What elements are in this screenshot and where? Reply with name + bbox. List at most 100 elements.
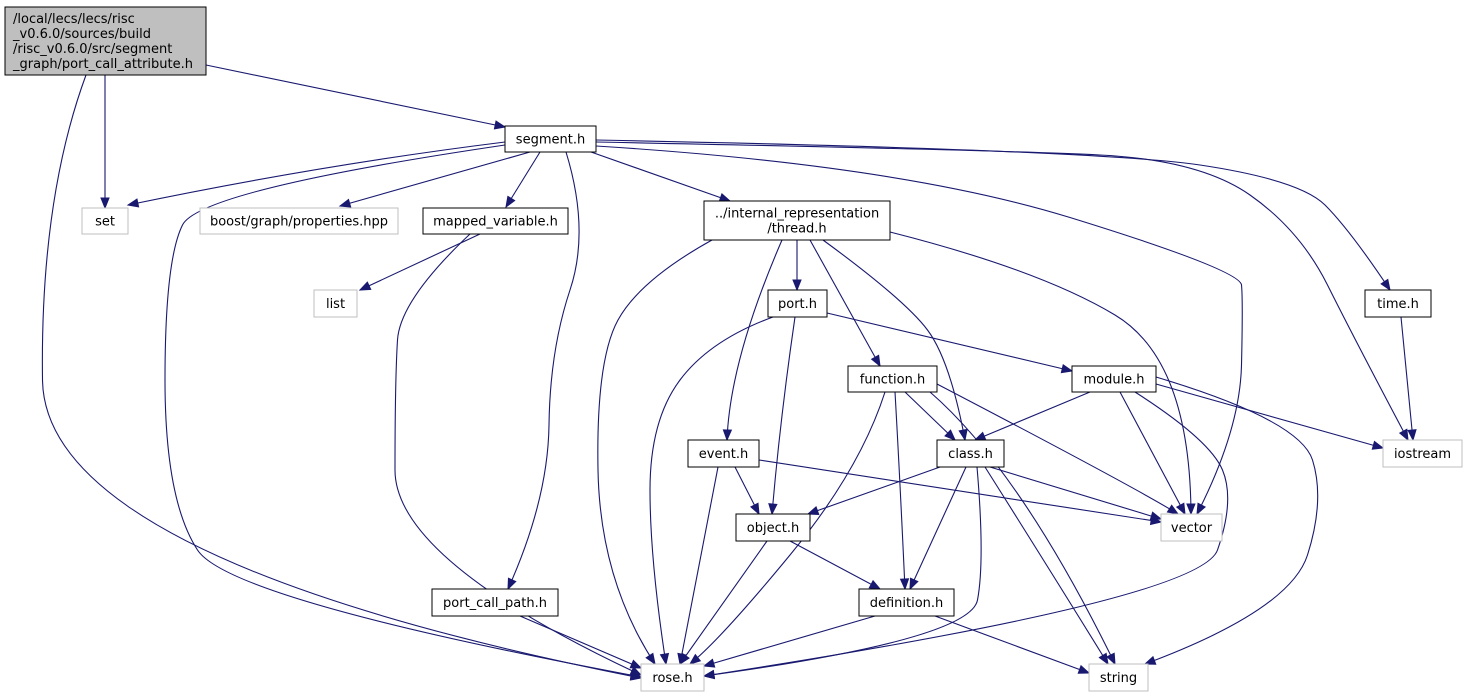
node-set-box: [81, 207, 129, 235]
edge-function-to-definition: [894, 391, 910, 591]
node-boost-label: boost/graph/properties.hpp: [210, 215, 388, 230]
edge-class-to-vector: [989, 466, 1163, 521]
edge-root-to-set: [100, 75, 110, 210]
edge-function-to-class: [904, 391, 956, 441]
edge-definition-to-rose: [702, 615, 876, 668]
node-object-label: object.h: [747, 521, 799, 536]
node-event[interactable]: event.h: [687, 439, 760, 468]
node-mapped-label: mapped_variable.h: [433, 215, 558, 230]
edge-class-to-object: [806, 466, 941, 515]
node-module-box: [1071, 365, 1157, 393]
edge-portcallpath-to-rose: [519, 615, 643, 669]
node-module-label: module.h: [1083, 373, 1144, 388]
node-mapped[interactable]: mapped_variable.h: [422, 207, 569, 235]
node-boost-box: [199, 207, 399, 235]
node-definition[interactable]: definition.h: [858, 588, 955, 617]
node-thread-label: /thread.h: [767, 222, 826, 237]
node-iostream: iostream: [1382, 439, 1463, 468]
edge-module-to-string: [1143, 376, 1319, 665]
edge-function-to-vector: [936, 383, 1180, 515]
node-vector-box: [1160, 513, 1223, 542]
node-port-label: port.h: [778, 297, 817, 312]
nodes-layer: /local/lecs/lecs/risc_v0.6.0/sources/bui…: [4, 6, 1463, 692]
edge-segment-to-boost: [338, 151, 531, 208]
edge-object-to-definition: [789, 540, 882, 590]
edge-event-to-object: [734, 466, 760, 516]
node-function-box: [847, 365, 938, 393]
node-root-box: [4, 6, 207, 76]
edge-thread-to-function: [809, 239, 881, 368]
node-event-label: event.h: [699, 447, 748, 462]
edge-segment-to-set: [126, 141, 506, 208]
node-segment-label: segment.h: [516, 133, 585, 148]
edge-module-to-iostream: [1155, 383, 1385, 450]
edge-function-to-string: [929, 391, 1116, 666]
node-object[interactable]: object.h: [735, 513, 811, 542]
node-class[interactable]: class.h: [936, 439, 1005, 468]
node-event-box: [687, 439, 760, 468]
node-rose: rose.h: [640, 663, 705, 692]
node-thread-label: ../internal_representation: [715, 207, 879, 222]
node-port-box: [767, 289, 828, 318]
node-list-label: list: [326, 297, 345, 312]
node-portcallpath-box: [431, 588, 559, 617]
node-module[interactable]: module.h: [1071, 365, 1157, 393]
node-time-box: [1364, 289, 1432, 318]
edge-class-to-definition: [909, 466, 967, 591]
edge-thread-to-rose: [597, 239, 713, 666]
node-time[interactable]: time.h: [1364, 289, 1432, 318]
edge-thread-to-class: [822, 239, 968, 442]
edge-segment-to-thread: [590, 151, 732, 202]
edge-module-to-class: [973, 391, 1091, 441]
node-root-label: _v0.6.0/sources/build: [12, 27, 151, 42]
node-time-label: time.h: [1377, 297, 1419, 312]
node-iostream-label: iostream: [1394, 447, 1451, 462]
node-class-box: [936, 439, 1005, 468]
node-portcallpath[interactable]: port_call_path.h: [431, 588, 559, 617]
edge-segment-to-mapped: [505, 151, 541, 209]
edge-segment-to-vector: [595, 145, 1243, 516]
node-vector-label: vector: [1171, 521, 1213, 536]
node-root[interactable]: /local/lecs/lecs/risc_v0.6.0/sources/bui…: [4, 6, 207, 76]
node-port[interactable]: port.h: [767, 289, 828, 318]
edge-definition-to-string: [934, 615, 1091, 674]
node-definition-label: definition.h: [870, 596, 944, 611]
node-portcallpath-label: port_call_path.h: [443, 596, 547, 611]
node-object-box: [735, 513, 811, 542]
node-iostream-box: [1382, 439, 1463, 468]
node-string-label: string: [1100, 671, 1137, 686]
edge-port-to-module: [826, 312, 1074, 374]
node-set-label: set: [95, 215, 115, 230]
node-root-label: /risc_v0.6.0/src/segment: [13, 42, 172, 57]
edge-segment-to-portcallpath: [507, 151, 580, 591]
edge-segment-to-time: [595, 139, 1391, 292]
node-mapped-box: [422, 207, 569, 235]
node-thread[interactable]: ../internal_representation/thread.h: [703, 200, 891, 241]
node-thread-box: [703, 200, 891, 241]
node-boost: boost/graph/properties.hpp: [199, 207, 399, 235]
node-vector: vector: [1160, 513, 1223, 542]
edge-segment-to-iostream: [595, 141, 1409, 442]
edge-port-to-object: [768, 316, 796, 516]
edge-module-to-vector: [1119, 391, 1186, 516]
node-root-label: _graph/port_call_attribute.h: [12, 57, 193, 72]
node-segment[interactable]: segment.h: [504, 125, 597, 153]
node-rose-label: rose.h: [652, 671, 692, 686]
edges-layer: [41, 64, 1417, 681]
edge-event-to-rose: [677, 466, 719, 666]
node-list-box: [313, 289, 358, 318]
edge-class-to-string: [984, 466, 1109, 666]
node-function-label: function.h: [860, 373, 925, 388]
node-class-label: class.h: [948, 447, 993, 462]
edge-time-to-iostream: [1400, 316, 1417, 442]
node-set: set: [81, 207, 129, 235]
edge-class-to-rose: [702, 466, 982, 680]
node-rose-box: [640, 663, 705, 692]
node-definition-box: [858, 588, 955, 617]
edge-port-to-rose: [649, 316, 774, 666]
edge-thread-to-port: [792, 240, 802, 292]
node-segment-box: [504, 125, 597, 153]
node-function[interactable]: function.h: [847, 365, 938, 393]
edge-thread-to-event: [722, 239, 783, 442]
node-string-box: [1088, 663, 1149, 692]
